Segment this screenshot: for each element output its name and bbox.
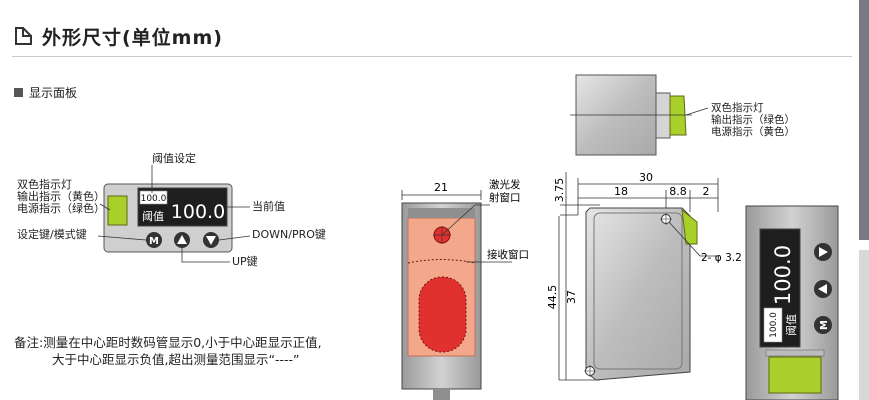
side-dim-8-8: 8.8 — [669, 185, 687, 198]
side-dim-37: 37 — [565, 290, 578, 304]
side-dim-3-75: 3.75 — [553, 178, 566, 203]
label-threshold-setting: 阈值设定 — [152, 152, 196, 165]
panel-leader-lines — [97, 165, 251, 263]
mount-hole-top-cross — [660, 213, 672, 225]
m-button-label: M — [149, 236, 159, 247]
side-view-body — [585, 207, 691, 381]
back-m-button-label: M — [819, 320, 830, 330]
back-left-arrow-icon — [818, 284, 827, 294]
receive-window — [418, 276, 467, 353]
top-view-led — [669, 95, 687, 136]
dimension-icon — [15, 27, 32, 45]
up-arrow-icon — [177, 235, 187, 244]
side-view-inner-outline — [593, 212, 683, 370]
back-m-button-icon[interactable] — [814, 316, 832, 334]
hole-leader — [668, 221, 718, 257]
front-dim-21-line — [401, 190, 482, 200]
label-output-indicator: 输出指示（黄色） — [17, 190, 105, 203]
section-label-text: 显示面板 — [29, 86, 78, 100]
top-label-output-indicator: 输出指示（绿色） — [711, 114, 795, 126]
panel-display-small-text: 100.0 — [141, 194, 167, 204]
label-bicolor-light: 双色指示灯 — [17, 178, 72, 191]
laser-leader — [441, 204, 490, 236]
square-bullet-icon — [14, 88, 23, 97]
back-display-small: 100.0 — [769, 312, 779, 338]
m-button-icon[interactable] — [146, 232, 162, 248]
hole-spec: 2- φ 3.2 — [701, 252, 742, 264]
back-right-arrow-icon — [819, 247, 828, 257]
panel-display-small — [139, 190, 168, 205]
down-arrow-icon — [206, 236, 216, 245]
back-threshold-label: 阈值 — [784, 314, 798, 336]
laser-window-label-2: 射窗口 — [489, 191, 521, 204]
panel-display-main-text: 100.0 — [171, 201, 225, 223]
section-label: 显示面板 — [14, 84, 77, 101]
note-line-2: 大于中心距显示负值,超出测量范围显示“----” — [52, 352, 300, 367]
back-view-led — [768, 356, 822, 394]
side-dim-2: 2 — [703, 185, 710, 198]
side-dim-18: 18 — [614, 185, 628, 198]
top-view-leader — [685, 107, 709, 116]
front-dim-21: 21 — [434, 181, 448, 194]
note-line-1: 备注:测量在中心距时数码管显示0,小于中心距显示正值, — [14, 335, 322, 350]
back-display-small-box — [763, 307, 783, 343]
front-cable — [433, 389, 450, 400]
back-display-main: 100.0 — [771, 245, 795, 305]
laser-window-label-1: 激光发 — [489, 178, 521, 191]
top-label-power-indicator: 电源指示（黄色） — [711, 126, 795, 138]
page-header: 外形尺寸(单位mm) — [12, 20, 223, 52]
side-dim-30: 30 — [639, 171, 653, 184]
title-divider — [12, 56, 852, 57]
panel-threshold-text: 阈值 — [142, 209, 164, 223]
label-down-pro-key: DOWN/PRO键 — [252, 228, 326, 241]
side-dim-44-5: 44.5 — [546, 285, 559, 310]
label-power-indicator: 电源指示（绿色） — [17, 202, 105, 215]
label-current-value: 当前值 — [252, 200, 285, 213]
back-view-led-frame — [765, 349, 825, 357]
label-up-key: UP键 — [232, 255, 258, 268]
label-set-mode-key: 设定键/模式键 — [17, 228, 87, 241]
right-edge-bar-lower — [859, 250, 869, 400]
page-title: 外形尺寸(单位mm) — [42, 26, 223, 49]
top-label-bicolor-light: 双色指示灯 — [711, 102, 764, 114]
receive-window-label: 接收窗口 — [487, 248, 529, 261]
front-window-top — [408, 208, 475, 218]
bicolor-led — [107, 195, 128, 226]
side-view-led — [681, 208, 698, 245]
right-edge-bar — [859, 0, 869, 240]
note-block: 备注:测量在中心距时数码管显示0,小于中心距显示正值, 大于中心距显示负值,超出… — [14, 334, 322, 368]
mount-hole-bottom-cross — [584, 365, 596, 377]
